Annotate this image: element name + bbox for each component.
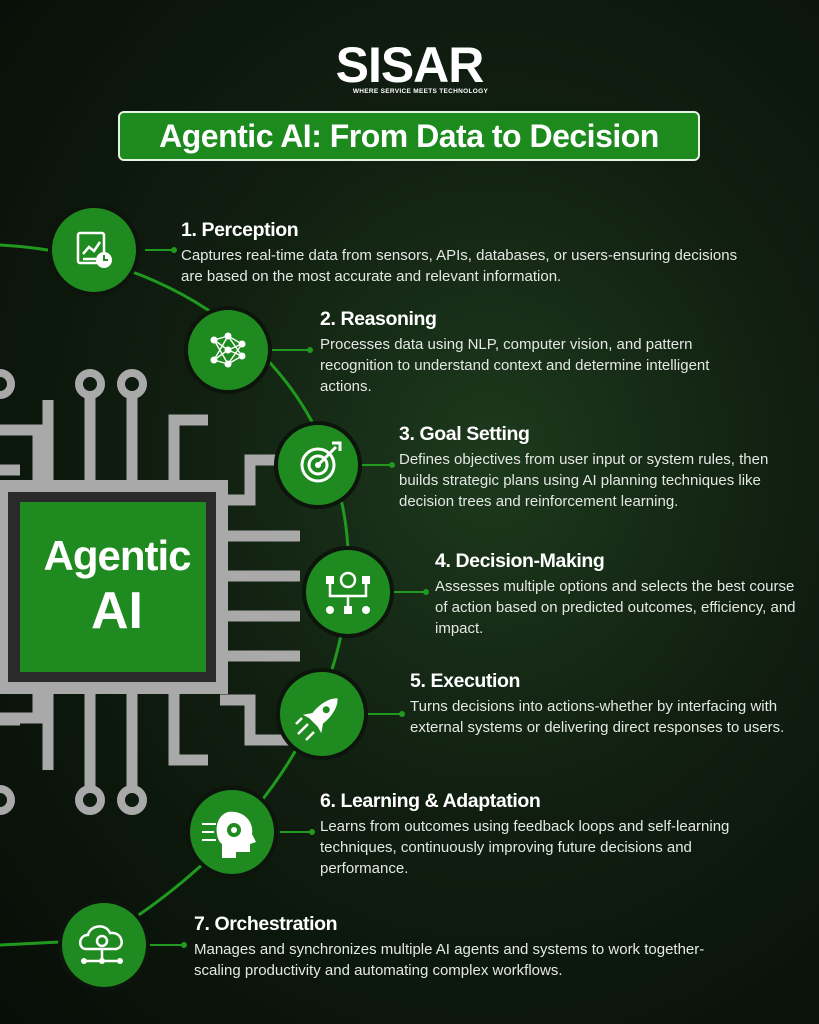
- cloud-network-icon: [58, 899, 150, 991]
- step-description: Captures real-time data from sensors, AP…: [181, 247, 738, 285]
- brand-name: SISAR: [335, 37, 485, 93]
- step-title: 4. Decision-Making: [435, 550, 605, 572]
- step-perception: 1. Perception Captures real-time data fr…: [181, 219, 741, 287]
- step-title: 2. Reasoning: [320, 308, 437, 330]
- step-reasoning: 2. Reasoning Processes data using NLP, c…: [320, 308, 760, 397]
- step-description: Turns decisions into actions-whether by …: [410, 698, 785, 736]
- page-title: Agentic AI: From Data to Decision: [159, 117, 659, 154]
- analytics-report-icon: [48, 204, 140, 296]
- ai-head-icon: [186, 786, 278, 878]
- step-description: Assesses multiple options and selects th…: [435, 578, 796, 637]
- brand-tagline: WHERE SERVICE MEETS TECHNOLOGY: [352, 88, 489, 95]
- step-decision-making: 4. Decision-Making Assesses multiple opt…: [435, 550, 805, 639]
- step-description: Defines objectives from user input or sy…: [399, 451, 769, 510]
- step-description: Processes data using NLP, computer visio…: [320, 336, 710, 395]
- step-title: 1. Perception: [181, 219, 299, 241]
- chip-label-line1: Agentic: [43, 532, 191, 579]
- step-orchestration: 7. Orchestration Manages and synchronize…: [194, 913, 734, 981]
- step-title: 3. Goal Setting: [399, 423, 530, 445]
- brand-logo: SISAR WHERE SERVICE MEETS TECHNOLOGY: [0, 40, 819, 95]
- step-title: 7. Orchestration: [194, 913, 338, 935]
- neural-network-icon: [184, 306, 272, 394]
- decision-flow-icon: [302, 546, 394, 638]
- target-icon: [274, 421, 362, 509]
- rocket-icon: [276, 668, 368, 760]
- step-goal-setting: 3. Goal Setting Defines objectives from …: [399, 423, 811, 512]
- step-description: Learns from outcomes using feedback loop…: [320, 818, 730, 877]
- chip-label-line2: AI: [91, 582, 143, 640]
- page-title-banner: Agentic AI: From Data to Decision: [118, 111, 700, 161]
- chip-label: Agentic AI: [22, 506, 212, 666]
- step-title: 5. Execution: [410, 670, 521, 692]
- step-description: Manages and synchronizes multiple AI age…: [194, 941, 705, 979]
- step-title: 6. Learning & Adaptation: [320, 790, 541, 812]
- step-learning-adaptation: 6. Learning & Adaptation Learns from out…: [320, 790, 775, 879]
- step-execution: 5. Execution Turns decisions into action…: [410, 670, 805, 738]
